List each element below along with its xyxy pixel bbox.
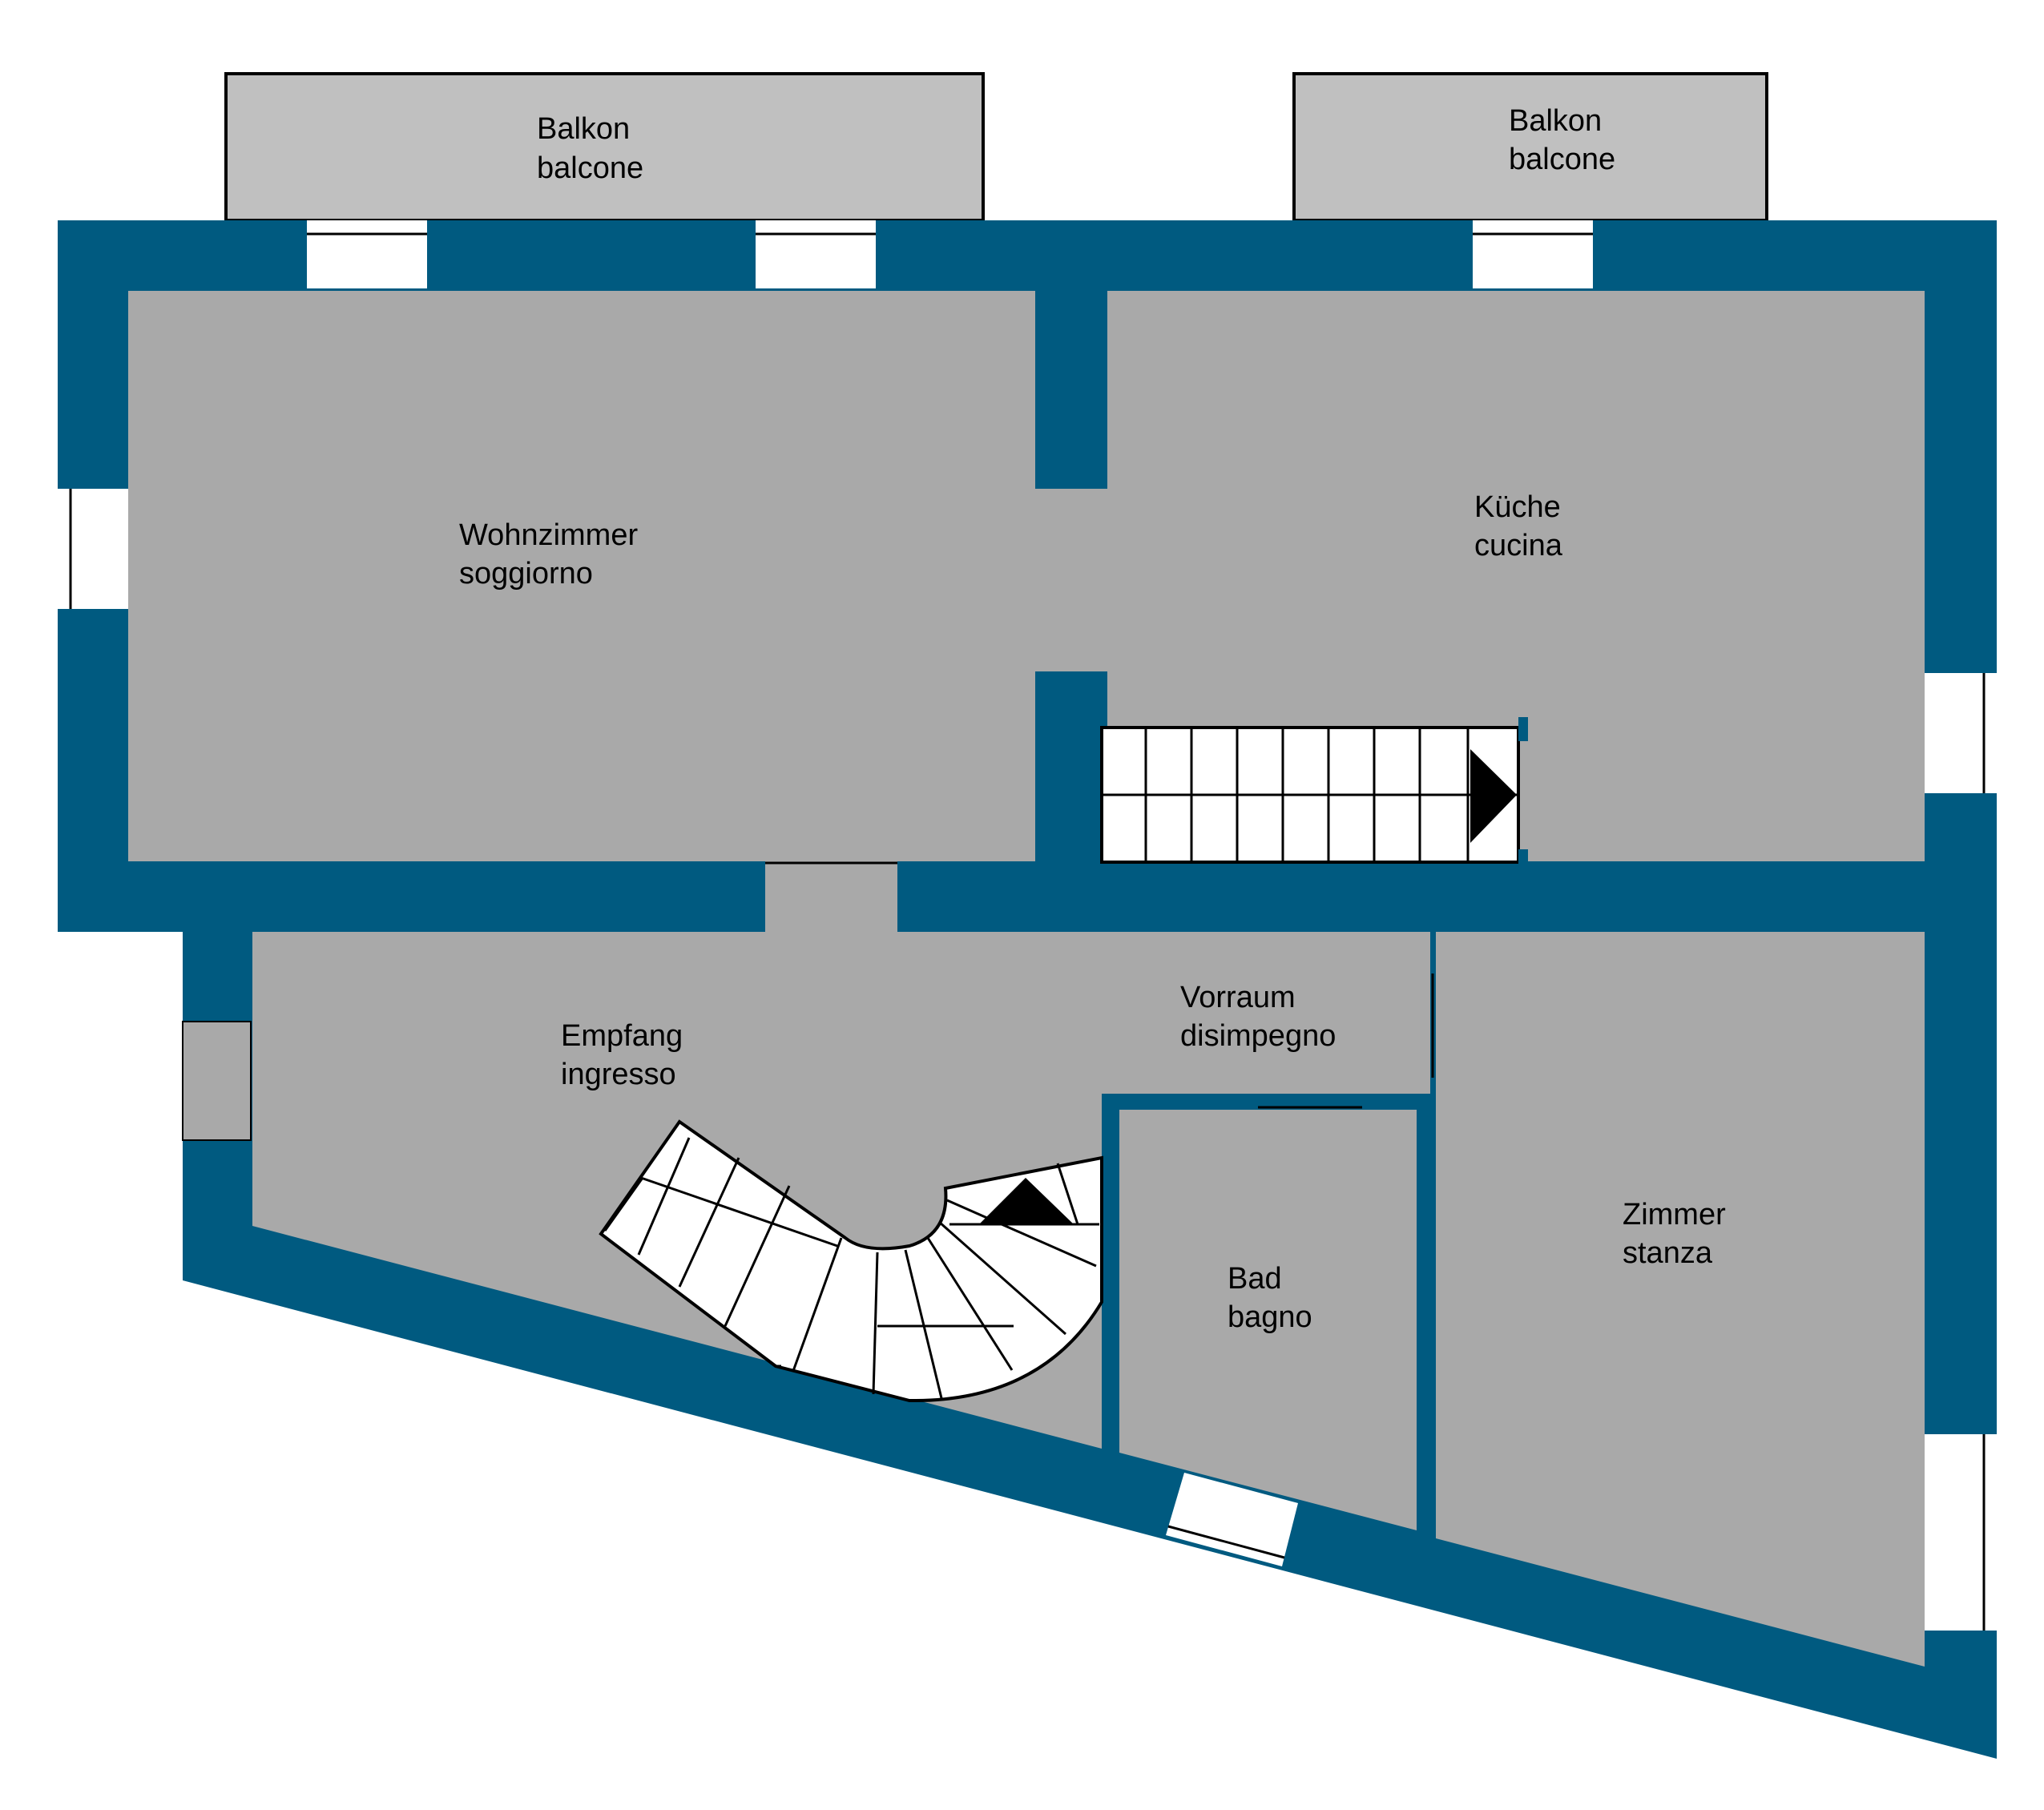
spiral-staircase [599, 1119, 1103, 1403]
svg-text:ingresso: ingresso [561, 1058, 676, 1091]
window-left [58, 489, 128, 609]
label-bathroom: Bad bagno [1228, 1262, 1312, 1334]
room-living [128, 291, 1035, 861]
svg-text:Vorraum: Vorraum [1180, 981, 1296, 1014]
window-top-3 [1473, 220, 1593, 288]
svg-text:Zimmer: Zimmer [1623, 1198, 1726, 1232]
room-bedroom [1436, 932, 1925, 1667]
window-right-2 [1925, 1434, 1997, 1631]
label-entrance: Empfang ingresso [561, 1019, 683, 1091]
svg-text:bagno: bagno [1228, 1300, 1312, 1334]
stair-arrow-up-icon [979, 1178, 1074, 1224]
svg-text:disimpegno: disimpegno [1180, 1019, 1336, 1053]
stair-arrow-right-icon [1470, 749, 1517, 843]
svg-text:stanza: stanza [1623, 1236, 1713, 1270]
svg-text:soggiorno: soggiorno [459, 557, 593, 591]
svg-text:Balkon: Balkon [537, 112, 630, 146]
window-bottom [1166, 1473, 1298, 1566]
label-balcony-left: Balkon balcone [537, 112, 643, 185]
window-top-2 [756, 220, 876, 288]
svg-text:balcone: balcone [537, 151, 643, 185]
svg-text:cucina: cucina [1474, 529, 1563, 562]
room-bathroom [1119, 1110, 1417, 1530]
svg-text:Balkon: Balkon [1509, 104, 1602, 138]
entry-door [182, 1021, 252, 1141]
svg-text:balcone: balcone [1509, 143, 1615, 176]
label-vestibule: Vorraum disimpegno [1180, 981, 1336, 1053]
opening-living-entrance [765, 859, 897, 935]
opening-living-kitchen [1034, 489, 1110, 671]
label-living: Wohnzimmer soggiorno [459, 518, 638, 591]
balcony-right [1292, 72, 1768, 222]
window-top-1 [307, 220, 427, 288]
label-kitchen: Küche cucina [1474, 490, 1563, 562]
balcony-left [224, 72, 985, 222]
svg-text:Wohnzimmer: Wohnzimmer [459, 518, 638, 552]
window-right-1 [1925, 673, 1997, 793]
label-bedroom: Zimmer stanza [1623, 1198, 1726, 1270]
room-entrance [252, 932, 1430, 1449]
svg-text:Bad: Bad [1228, 1262, 1282, 1296]
straight-staircase [1100, 717, 1528, 864]
label-balcony-right: Balkon balcone [1509, 104, 1615, 176]
svg-text:Küche: Küche [1474, 490, 1561, 524]
svg-text:Empfang: Empfang [561, 1019, 683, 1053]
